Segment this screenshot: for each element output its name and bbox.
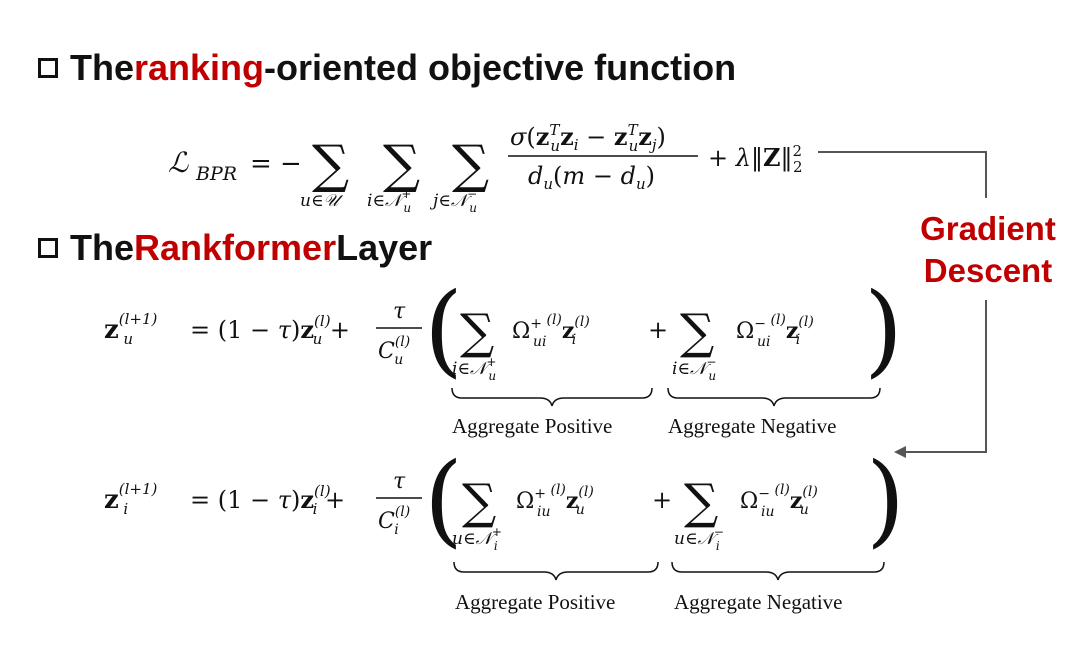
user-brace-pos	[451, 387, 653, 407]
user-plus: +	[648, 316, 668, 344]
heading-rankformer-layer: The Rankformer Layer	[38, 228, 432, 268]
item-sum-pos: ∑	[462, 474, 496, 530]
gradient-descent-arrow	[818, 151, 987, 458]
user-normalizer: C(l)u	[378, 334, 410, 368]
bpr-denominator: du(m − du)	[528, 162, 655, 193]
item-sum-neg-range: u∈𝒩−i	[674, 525, 724, 553]
user-aggregate-positive-label: Aggregate Positive	[452, 414, 613, 438]
item-aggregate-negative-label: Aggregate Negative	[674, 590, 843, 614]
user-sum-pos: ∑	[460, 304, 494, 360]
user-lhs: z(l+1)u	[104, 310, 158, 348]
bpr-sum-users: ∑	[312, 135, 349, 195]
bpr-lhs-symbol: ℒ	[168, 146, 189, 179]
heading-objective-function: The ranking -oriented objective function	[38, 48, 736, 88]
item-right-paren: )	[866, 441, 905, 558]
bpr-sum-neg: ∑	[452, 135, 489, 195]
user-sum-neg: ∑	[680, 304, 714, 360]
arrow-head-icon	[894, 446, 906, 458]
user-brace-neg	[667, 387, 881, 407]
checkbox-square-icon	[38, 238, 58, 258]
heading-rankformer-pre: The	[70, 227, 135, 268]
gradient-label-line1: Gradient	[920, 210, 1056, 247]
bpr-sum-neg-range: j∈𝒩−u	[429, 187, 477, 215]
bpr-sum-users-range: u∈𝒰	[300, 191, 344, 211]
gradient-label-line2: Descent	[923, 252, 1053, 289]
heading-rankformer-post: Layer	[336, 227, 433, 268]
item-lhs: z(l+1)i	[104, 480, 158, 518]
user-right-paren: )	[864, 271, 903, 388]
heading-rankformer-highlight: Rankformer	[134, 227, 337, 268]
user-tau: τ	[393, 299, 406, 324]
user-sum-pos-range: i∈𝒩+u	[452, 355, 496, 383]
item-pos-term: Ω+iu(l)z(l)u	[516, 482, 594, 520]
item-aggregate-positive-label: Aggregate Positive	[455, 590, 616, 614]
item-brace-pos	[453, 561, 659, 581]
user-update-equation: z(l+1)u = (1 − τ)z(l)u + τ C(l)u ( ∑ i∈𝒩…	[104, 271, 903, 407]
bpr-equals: = −	[250, 149, 302, 179]
bpr-lhs-subscript: BPR	[195, 163, 237, 185]
gradient-descent-label: Gradient Descent	[906, 208, 1070, 292]
user-pos-term: Ω+ui(l)z(l)i	[512, 312, 590, 350]
checkbox-square-icon	[38, 58, 58, 78]
user-left-paren: (	[424, 271, 463, 388]
bpr-sum-pos-range: i∈𝒩+u	[367, 187, 411, 215]
item-neg-term: Ω−iu(l)z(l)u	[740, 482, 818, 520]
item-normalizer: C(l)i	[378, 504, 410, 538]
item-left-paren: (	[424, 441, 463, 558]
item-sum-pos-range: u∈𝒩+i	[452, 525, 502, 553]
user-sum-neg-range: i∈𝒩−u	[672, 355, 716, 383]
item-brace-neg	[671, 561, 885, 581]
heading-objective-pre: The	[70, 47, 135, 88]
heading-objective-highlight: ranking	[134, 47, 265, 88]
item-decay-term: = (1 − τ)z(l)i +	[190, 482, 345, 518]
user-aggregate-negative-label: Aggregate Negative	[668, 414, 837, 438]
user-neg-term: Ω−ui(l)z(l)i	[736, 312, 814, 350]
item-plus: +	[652, 486, 672, 514]
item-tau: τ	[393, 469, 406, 494]
item-sum-neg: ∑	[684, 474, 718, 530]
heading-objective-post: -oriented objective function	[264, 47, 737, 88]
item-update-equation: z(l+1)i = (1 − τ)z(l)i + τ C(l)i ( ∑ u∈𝒩…	[104, 441, 905, 581]
bpr-sum-pos: ∑	[383, 135, 420, 195]
user-decay-term: = (1 − τ)z(l)u +	[190, 312, 350, 348]
